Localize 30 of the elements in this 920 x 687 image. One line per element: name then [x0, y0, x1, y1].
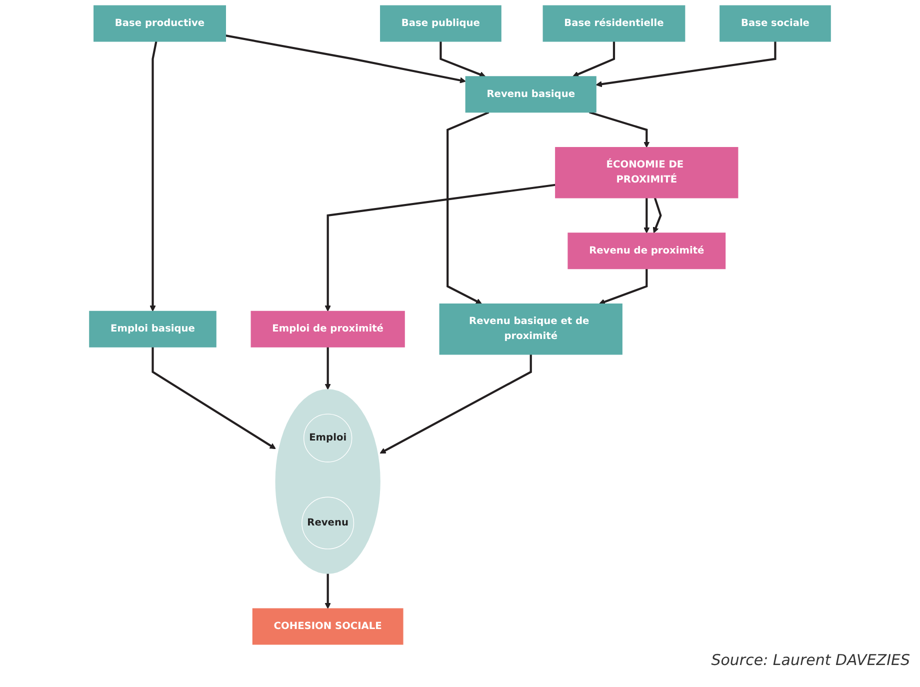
arrow	[598, 268, 648, 305]
arrow	[324, 574, 331, 609]
arrow	[644, 198, 650, 234]
node-box: Base sociale	[720, 5, 831, 42]
node-circle: Revenu	[302, 496, 354, 550]
node-box: Base publique	[380, 5, 502, 42]
node-box: Emploi de proximité	[250, 310, 405, 348]
arrow	[324, 347, 331, 390]
source-note: Source: Laurent DAVEZIES	[711, 651, 910, 669]
node-circle: Emploi	[303, 414, 352, 462]
node-box: COHESION SOCIALE	[252, 608, 404, 645]
node-box: Revenu basique	[465, 76, 596, 113]
arrow	[380, 354, 532, 454]
arrow	[150, 41, 158, 312]
node-box: Emploi basique	[89, 310, 216, 348]
node-box: ÉCONOMIE DE PROXIMITÉ	[555, 147, 738, 198]
arrow	[652, 198, 662, 234]
arrow	[446, 111, 490, 304]
arrow	[324, 184, 556, 312]
arrow	[589, 111, 650, 148]
node-box: Base productive	[94, 5, 226, 42]
node-box: Revenu basique et de proximité	[439, 304, 622, 355]
arrow	[225, 34, 466, 84]
node-box: Revenu de proximité	[568, 232, 726, 270]
arrow	[440, 41, 486, 78]
arrow	[596, 41, 776, 88]
cluster	[275, 389, 380, 574]
arrow	[572, 41, 616, 78]
node-box: Base résidentielle	[542, 5, 686, 42]
arrow	[152, 347, 276, 450]
